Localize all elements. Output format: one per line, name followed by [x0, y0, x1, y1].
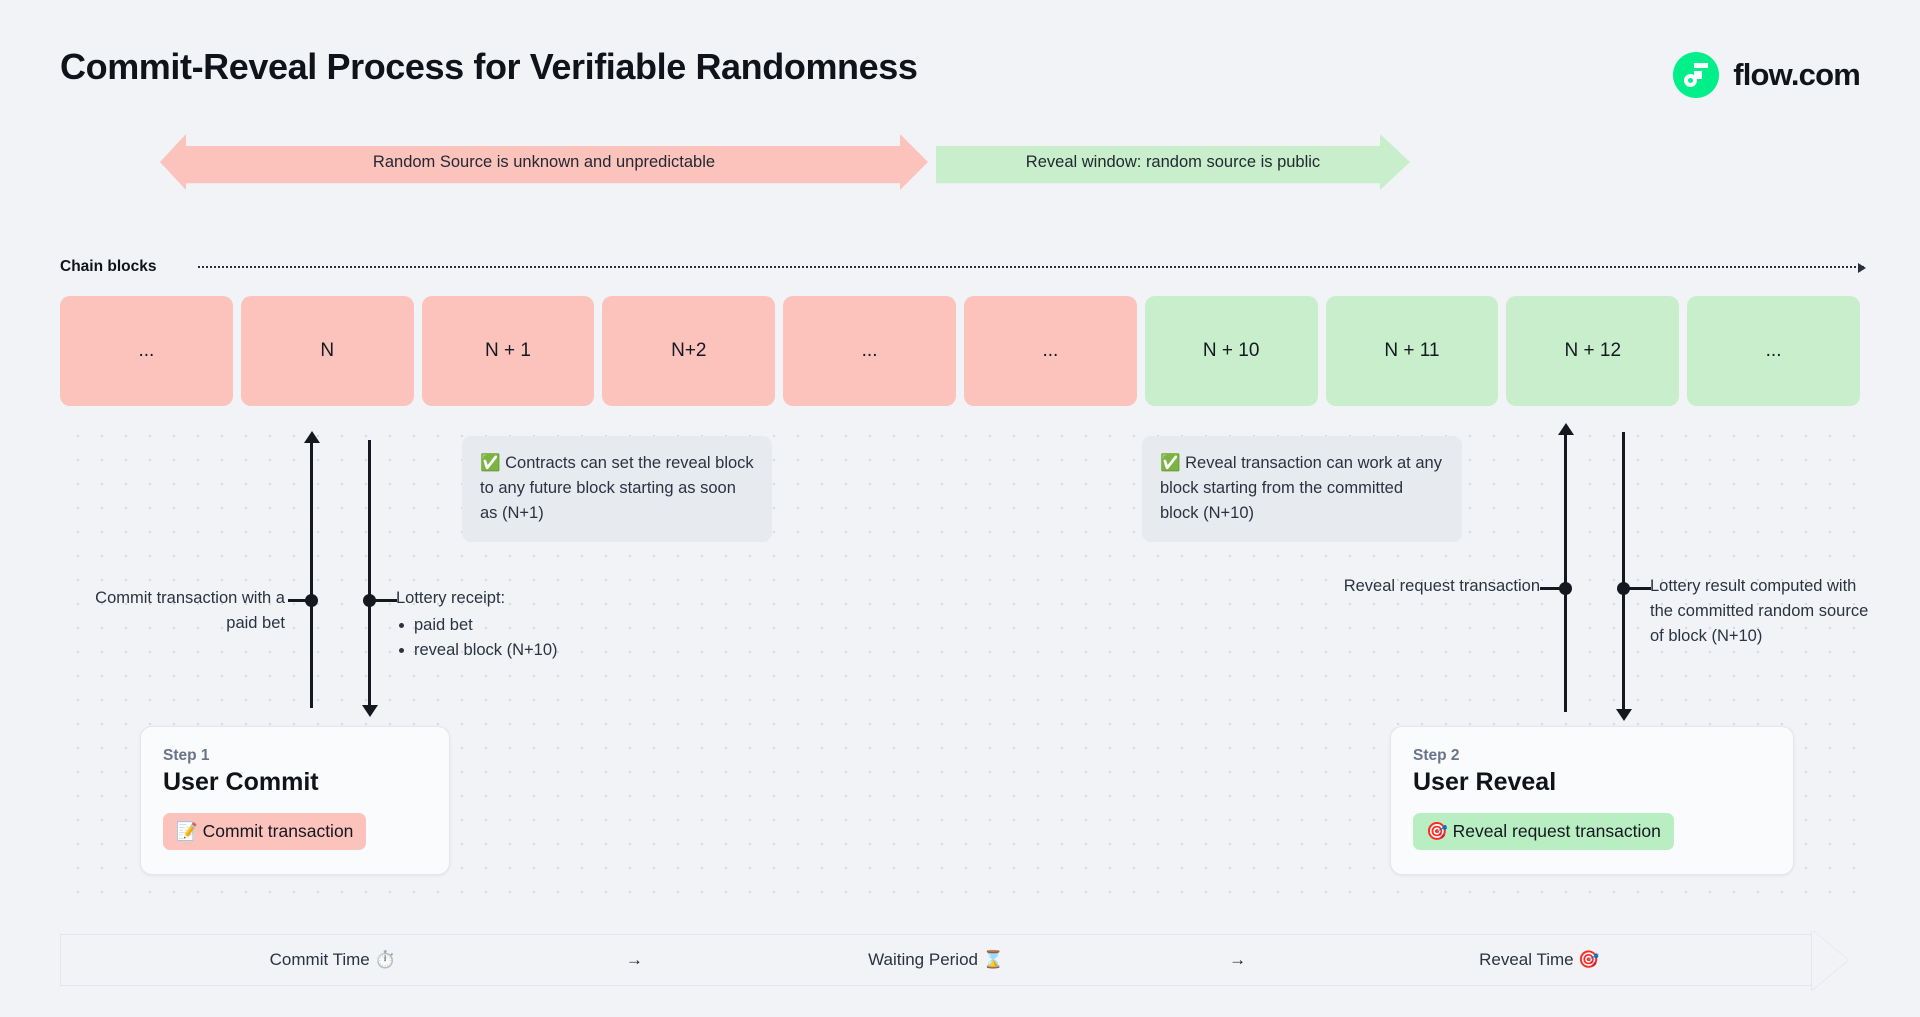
result-connector-line [1615, 432, 1632, 721]
receipt-connector-line [361, 440, 378, 717]
phase-arrow-band: Random Source is unknown and unpredictab… [160, 134, 1450, 190]
receipt-connector-dot [363, 594, 376, 607]
chain-block[interactable]: N + 1 [421, 296, 595, 406]
reveal-request-label: Reveal request transaction [1340, 574, 1540, 599]
phase-arrow-unpredictable: Random Source is unknown and unpredictab… [160, 134, 928, 190]
timeline-segment-reveal-time: Reveal Time 🎯 [1268, 950, 1811, 970]
lottery-receipt-title: Lottery receipt: [396, 589, 506, 607]
lottery-receipt-label: Lottery receipt: paid bet reveal block (… [396, 586, 666, 662]
receipt-connector-stub [375, 599, 397, 602]
callout-contracts-reveal-block: ✅ Contracts can set the reveal block to … [462, 436, 772, 542]
chain-blocks-row: ... N N + 1 N+2 ... ... N + 10 N + 11 N … [60, 296, 1860, 406]
timeline-arrow-head-icon [1812, 930, 1848, 990]
callout-reveal-transaction-window: ✅ Reveal transaction can work at any blo… [1142, 436, 1462, 542]
chain-block[interactable]: ... [963, 296, 1137, 406]
memo-icon: 📝 [176, 821, 198, 841]
flow-logo-icon [1673, 52, 1720, 98]
chain-block[interactable]: ... [1687, 296, 1860, 406]
step-card-user-commit[interactable]: Step 1 User Commit 📝 Commit transaction [140, 726, 450, 875]
result-connector-dot [1617, 582, 1630, 595]
chain-block[interactable]: N+2 [602, 296, 776, 406]
chain-block[interactable]: N + 11 [1325, 296, 1499, 406]
commit-connector-line [303, 431, 320, 708]
chain-block[interactable]: N [240, 296, 414, 406]
commit-transaction-button-label: Commit transaction [202, 821, 354, 841]
chain-block[interactable]: ... [783, 296, 956, 406]
reveal-request-transaction-button[interactable]: 🎯 Reveal request transaction [1413, 813, 1674, 850]
timeline-separator-icon: → [1229, 950, 1247, 969]
step-1-number: Step 1 [163, 747, 210, 764]
timeline-segment-waiting-period-label: Waiting Period [868, 950, 978, 969]
callout-reveal-transaction-window-text: Reveal transaction can work at any block… [1160, 454, 1442, 523]
phase-arrow-reveal-window-label: Reveal window: random source is public [1025, 152, 1321, 171]
commit-connector-stub [288, 599, 310, 602]
phase-arrow-unpredictable-label: Random Source is unknown and unpredictab… [372, 152, 716, 171]
timeline-segment-commit-time: Commit Time ⏱️ [61, 950, 604, 970]
result-connector-stub [1629, 587, 1651, 590]
lottery-result-label: Lottery result computed with the committ… [1650, 574, 1875, 648]
chain-blocks-label: Chain blocks [60, 258, 157, 275]
phase-timeline-bar: Commit Time ⏱️ → Waiting Period ⌛ → Reve… [60, 934, 1812, 986]
step-card-user-reveal[interactable]: Step 2 User Reveal 🎯 Reveal request tran… [1390, 726, 1794, 875]
brand-name: flow.com [1733, 57, 1861, 92]
timeline-segment-commit-time-label: Commit Time [269, 950, 370, 969]
phase-arrow-reveal-window: Reveal window: random source is public [936, 134, 1410, 190]
step-2-number: Step 2 [1413, 747, 1460, 764]
lottery-result-text: Lottery result computed with the committ… [1650, 577, 1869, 645]
commit-connector-dot [305, 594, 318, 607]
timeline-separator-icon: → [625, 950, 643, 969]
reveal-request-connector-line [1557, 423, 1574, 712]
target-icon: 🎯 [1426, 821, 1448, 841]
chain-block[interactable]: ... [60, 296, 233, 406]
timeline-segment-reveal-time-label: Reveal Time [1479, 950, 1574, 969]
reveal-request-text: Reveal request transaction [1343, 577, 1540, 595]
hourglass-icon: ⌛ [982, 950, 1004, 969]
page-title: Commit-Reveal Process for Verifiable Ran… [60, 46, 918, 87]
commit-transaction-text: Commit transaction with a paid bet [95, 589, 285, 632]
chain-block[interactable]: N + 10 [1144, 296, 1318, 406]
lottery-receipt-item: reveal block (N+10) [396, 638, 666, 663]
reveal-request-connector-dot [1559, 582, 1572, 595]
target-icon: 🎯 [1578, 950, 1600, 969]
commit-transaction-button[interactable]: 📝 Commit transaction [163, 813, 367, 850]
stopwatch-icon: ⏱️ [374, 950, 396, 969]
reveal-request-transaction-button-label: Reveal request transaction [1452, 821, 1661, 841]
timeline-segment-waiting-period: Waiting Period ⌛ [664, 950, 1207, 970]
check-mark-icon: ✅ [480, 454, 501, 472]
chain-axis-arrow [198, 263, 1866, 273]
check-mark-icon: ✅ [1160, 454, 1181, 472]
step-1-title: User Commit [163, 768, 319, 796]
step-2-title: User Reveal [1413, 768, 1557, 796]
callout-contracts-reveal-block-text: Contracts can set the reveal block to an… [480, 454, 754, 523]
chain-block[interactable]: N + 12 [1506, 296, 1680, 406]
brand-logo: flow.com [1673, 52, 1861, 98]
lottery-receipt-item: paid bet [396, 613, 666, 638]
reveal-request-connector-stub [1540, 587, 1564, 590]
commit-transaction-label: Commit transaction with a paid bet [60, 586, 285, 636]
